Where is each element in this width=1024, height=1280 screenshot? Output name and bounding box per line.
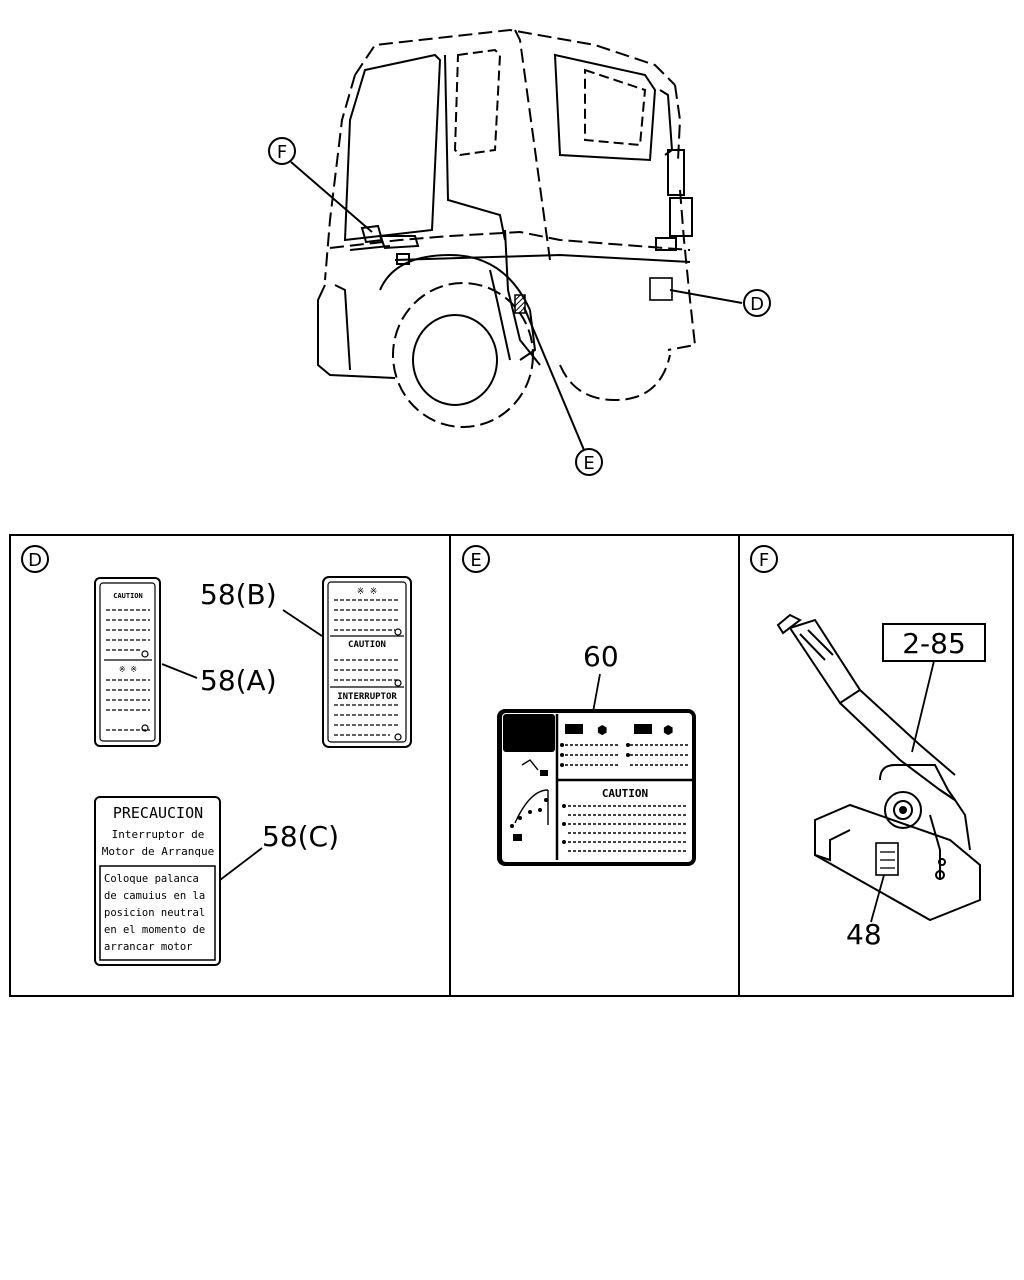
panel-f-label: F xyxy=(750,545,778,573)
svg-text:CAUTION: CAUTION xyxy=(348,640,386,650)
decal-58c-title: PRECAUCION xyxy=(113,804,203,822)
decal-58c-body-line: arrancar motor xyxy=(104,941,193,953)
svg-text:⬢: ⬢ xyxy=(597,723,607,737)
decal-58c-body-line: Coloque palanca xyxy=(104,873,199,885)
svg-text:⬢: ⬢ xyxy=(663,723,673,737)
part-number-48: 48 xyxy=(846,918,882,951)
decal-58b: ※ ※ CAUTION INTERRUPTOR xyxy=(322,576,412,748)
callout-e: E xyxy=(575,448,603,476)
truck-cab-illustration xyxy=(317,28,697,428)
panel-d-label: D xyxy=(21,545,49,573)
panel-d: D CAUTION ※ ※ 58(A) xyxy=(21,545,412,966)
callout-d: D xyxy=(743,289,771,317)
svg-text:D: D xyxy=(750,294,764,315)
part-number-58c: 58(C) xyxy=(262,820,339,853)
ref-box-2-85: 2-85 xyxy=(882,623,986,662)
leader-60 xyxy=(592,673,601,713)
leader-48 xyxy=(870,874,885,923)
leader-58a xyxy=(161,663,198,679)
svg-text:※ ※: ※ ※ xyxy=(119,665,137,674)
decal-58c-body-line: en el momento de xyxy=(104,924,205,936)
svg-text:E: E xyxy=(583,453,594,474)
decal-60: ⬢ ⬢ CAUTION xyxy=(497,709,696,866)
svg-text:D: D xyxy=(28,550,42,571)
decal-58c-body-line: posicion neutral xyxy=(104,907,205,919)
decal-58c: PRECAUCION Interruptor de Motor de Arran… xyxy=(94,796,221,966)
panel-f: F 2-85 xyxy=(750,545,986,951)
svg-text:INTERRUPTOR: INTERRUPTOR xyxy=(337,692,397,702)
panel-e-label: E xyxy=(462,545,490,573)
part-number-60: 60 xyxy=(583,640,619,673)
svg-text:※ ※: ※ ※ xyxy=(357,587,378,597)
svg-text:E: E xyxy=(470,550,481,571)
decal-58c-body-line: de camuius en la xyxy=(104,890,205,902)
part-number-58a: 58(A) xyxy=(200,664,277,697)
callout-leaders xyxy=(290,161,743,451)
detail-panels-frame xyxy=(9,534,1014,997)
svg-text:CAUTION: CAUTION xyxy=(113,592,143,600)
parking-brake-lever xyxy=(776,613,981,922)
decal-58a: CAUTION ※ ※ xyxy=(94,577,161,747)
callout-f: F xyxy=(268,137,296,165)
leader-2-85 xyxy=(911,660,935,753)
svg-text:F: F xyxy=(759,550,769,571)
svg-text:F: F xyxy=(277,142,287,163)
decal-58c-subtitle-2: Motor de Arranque xyxy=(102,845,215,858)
svg-text:2-85: 2-85 xyxy=(902,627,966,660)
part-number-58b: 58(B) xyxy=(200,578,277,611)
decal-60-caution: CAUTION xyxy=(602,787,648,800)
panel-e: E 60 ⬢ ⬢ xyxy=(462,545,696,866)
leader-58b xyxy=(282,609,323,637)
decal-58c-subtitle-1: Interruptor de xyxy=(112,828,205,841)
leader-58c xyxy=(219,847,263,881)
